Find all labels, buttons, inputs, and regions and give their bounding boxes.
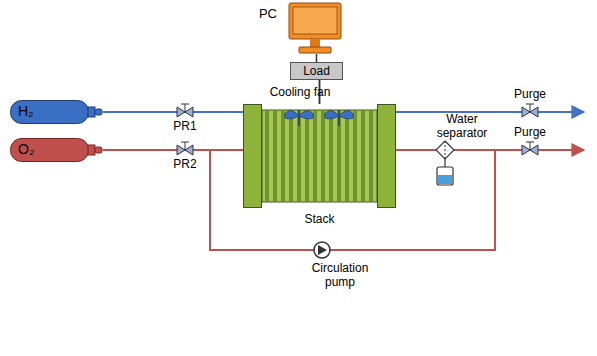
valve-symbol <box>177 104 193 117</box>
valve-symbol <box>177 142 193 155</box>
oxygen-cylinder: O₂ <box>10 138 102 162</box>
hydrogen-cylinder: H₂ <box>10 100 102 124</box>
pc-label: PC <box>259 6 277 21</box>
valve-symbol <box>522 142 538 155</box>
connector-line <box>103 111 243 113</box>
water-separator-symbol <box>436 141 454 185</box>
separator-label: Water separator <box>429 113 495 141</box>
valve-label: PR1 <box>165 120 205 134</box>
computer-icon: PC <box>287 2 343 54</box>
load-label: Load <box>303 64 330 78</box>
load-box: Load <box>290 62 343 80</box>
stack-illustration <box>243 104 396 208</box>
fan-icon <box>325 110 354 126</box>
fan-label: Cooling fan <box>255 86 345 100</box>
oxygen-outlet-line <box>396 149 584 151</box>
monitor-illustration <box>287 2 343 54</box>
stack-label: Stack <box>243 212 396 226</box>
valve-symbol <box>522 104 538 117</box>
hydrogen-outlet-line <box>396 111 584 113</box>
circulation-pump-symbol <box>314 242 330 258</box>
connector-line <box>103 149 243 151</box>
pump-label: Circulation pump <box>300 262 380 290</box>
connector-line <box>316 54 318 62</box>
valve-label: Purge <box>505 88 555 102</box>
gas-label: H₂ <box>18 103 34 119</box>
fuel-cell-stack: Stack <box>243 104 396 208</box>
gas-label: O₂ <box>18 141 34 157</box>
valve-label: Purge <box>505 126 555 140</box>
fan-icon <box>285 110 314 126</box>
valve-label: PR2 <box>165 158 205 172</box>
